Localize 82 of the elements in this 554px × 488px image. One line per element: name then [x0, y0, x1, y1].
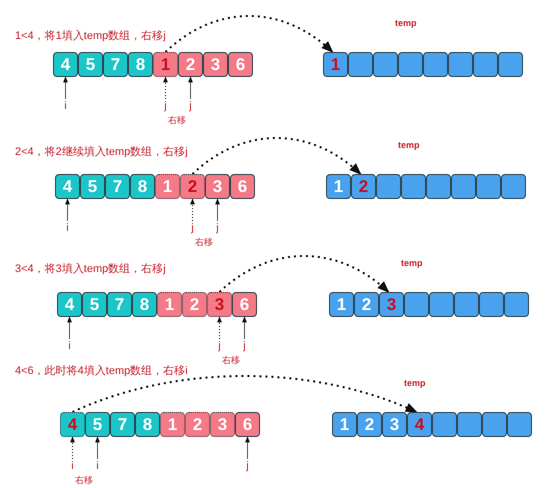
array-cell: 2: [185, 412, 210, 437]
array-cell: 1: [332, 412, 357, 437]
array-cell: 1: [153, 52, 178, 77]
step-description: 3<4，将3填入temp数组，右移j: [15, 263, 166, 276]
pointer-arrow: [63, 76, 68, 100]
array-cell: 6: [228, 52, 253, 77]
array-cell: 5: [78, 52, 103, 77]
curved-arrow: [218, 255, 390, 293]
array-cell: 3: [207, 292, 232, 317]
array-cell: 4: [407, 412, 432, 437]
array-cell: 5: [85, 412, 110, 437]
shift-note: 右移: [168, 115, 186, 126]
array-cell: 1: [155, 174, 180, 199]
pointer-label: j: [184, 99, 196, 112]
array-cell: 6: [230, 174, 255, 199]
array-cell: 8: [128, 52, 153, 77]
pointer-label: i: [66, 459, 78, 472]
array-cell: 2: [178, 52, 203, 77]
array-cell: 2: [357, 412, 382, 437]
array-cell: 5: [82, 292, 107, 317]
pointer-arrow: [245, 436, 250, 460]
step-description: 4<6，此时将4填入temp数组，右移i: [15, 365, 188, 378]
array-name: temp: [398, 139, 420, 152]
array-cell: 7: [105, 174, 130, 199]
array-cell: 3: [210, 412, 235, 437]
array-cell: 1: [326, 174, 351, 199]
pointer-arrow: [67, 316, 72, 340]
pointer-label: i: [62, 221, 74, 234]
pointer-label: j: [242, 459, 254, 472]
array-cell: 2: [180, 174, 205, 199]
pointer-label: j: [238, 339, 250, 352]
array-cell: 4: [55, 174, 80, 199]
array-cell: 6: [235, 412, 260, 437]
array-cell: 4: [60, 412, 85, 437]
pointer-arrow: [188, 76, 193, 100]
pointer-label: j: [212, 221, 224, 234]
pointer-label: i: [92, 459, 104, 472]
array-cell: 7: [103, 52, 128, 77]
pointer-label: i: [60, 99, 72, 112]
array-cell: 3: [205, 174, 230, 199]
step-description: 1<4，将1填入temp数组，右移j: [15, 30, 166, 43]
pointer-arrow: [163, 76, 168, 100]
curved-arrow: [164, 15, 334, 53]
array-cell: 7: [107, 292, 132, 317]
array-cell: 8: [130, 174, 155, 199]
array-cell: 3: [203, 52, 228, 77]
pointer-arrow: [95, 436, 100, 460]
array-cell: 4: [57, 292, 82, 317]
array-cell: 3: [379, 292, 404, 317]
array-cell: 3: [382, 412, 407, 437]
pointer-arrow: [242, 316, 247, 340]
pointer-arrow: [65, 198, 70, 222]
array-cell: 2: [354, 292, 379, 317]
array-cell: 8: [135, 412, 160, 437]
step-description: 2<4，将2继续填入temp数组，右移j: [15, 146, 188, 159]
pointer-arrow: [217, 316, 222, 340]
array-cell: 8: [132, 292, 157, 317]
shift-note: 右移: [222, 355, 240, 366]
array-cell: 2: [351, 174, 376, 199]
pointer-label: j: [186, 221, 198, 234]
array-cell: 5: [80, 174, 105, 199]
pointer-label: j: [160, 99, 172, 112]
pointer-arrow: [70, 436, 75, 460]
array-name: temp: [404, 377, 426, 390]
array-cell: 1: [329, 292, 354, 317]
array-cell: 2: [182, 292, 207, 317]
curved-arrow: [72, 375, 418, 413]
shift-note: 右移: [75, 475, 93, 486]
pointer-label: i: [64, 339, 76, 352]
array-name: temp: [395, 17, 417, 30]
pointer-arrow: [190, 198, 195, 222]
array-cell: 1: [323, 52, 348, 77]
array-cell: 7: [110, 412, 135, 437]
curved-arrow: [192, 137, 362, 175]
array-cell: 1: [160, 412, 185, 437]
pointer-arrow: [215, 198, 220, 222]
array-cell: 6: [232, 292, 257, 317]
pointer-label: j: [214, 339, 226, 352]
array-cell: 1: [157, 292, 182, 317]
array-name: temp: [401, 257, 423, 270]
shift-note: 右移: [195, 237, 213, 248]
array-cell: 4: [53, 52, 78, 77]
